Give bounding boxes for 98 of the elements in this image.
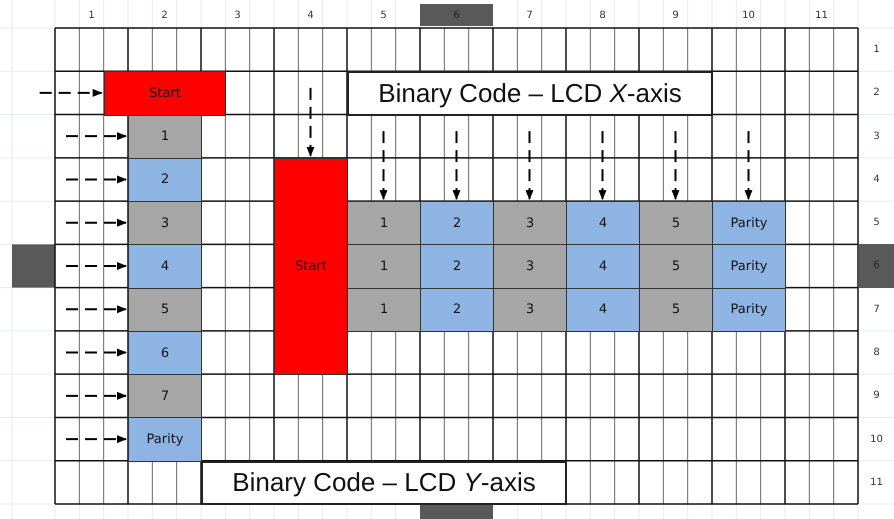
bit-cell <box>128 201 202 246</box>
axis-title: Binary Code – LCD X-axis <box>378 78 682 109</box>
bit-label: 2 <box>452 302 462 318</box>
bit-cell <box>128 330 202 376</box>
bit-label: Parity <box>730 302 768 318</box>
arrow <box>744 131 752 200</box>
bit-cell <box>566 201 640 246</box>
bit-cell <box>128 288 202 332</box>
arrow <box>66 218 127 227</box>
bit-label: 5 <box>672 258 680 274</box>
arrow <box>66 392 127 400</box>
arrow <box>66 305 127 314</box>
arrow <box>380 131 388 200</box>
bit-label: 5 <box>160 302 170 318</box>
bit-label: 5 <box>672 302 680 318</box>
column-header: 10 <box>741 8 756 22</box>
bit-cell <box>566 288 640 332</box>
row-header: 3 <box>872 130 881 144</box>
bit-label: 2 <box>160 172 170 188</box>
row-header: 7 <box>872 302 881 317</box>
bit-cell <box>347 288 421 332</box>
bit-cell <box>712 244 786 289</box>
start-bit-cell <box>274 158 348 376</box>
bit-label: Parity <box>730 258 768 274</box>
bit-cell <box>639 288 713 332</box>
bit-cell <box>128 158 202 202</box>
bit-label: 4 <box>160 258 170 274</box>
bit-label: 1 <box>380 216 388 231</box>
bit-cell <box>712 201 786 246</box>
bit-label: 1 <box>160 129 170 144</box>
bit-label: Parity <box>730 216 768 231</box>
bit-label: Start <box>149 86 181 101</box>
bit-label: 1 <box>380 258 388 274</box>
arrow <box>66 262 127 270</box>
bit-cell <box>128 374 202 418</box>
bit-cell <box>493 201 567 246</box>
arrow <box>66 175 127 184</box>
bit-label: Start <box>295 258 327 274</box>
column-header: 6 <box>420 4 493 26</box>
arrow <box>66 435 127 444</box>
bit-cell <box>493 288 567 332</box>
axis-title: Binary Code – LCD Y-axis <box>232 467 536 498</box>
bit-cell <box>128 244 202 289</box>
arrow <box>66 132 127 140</box>
bit-label: 2 <box>452 216 462 231</box>
bit-label: 7 <box>160 388 170 404</box>
column-header: 3 <box>233 8 242 22</box>
arrow <box>66 348 127 357</box>
bit-label: 6 <box>160 346 170 361</box>
row-header: 9 <box>872 389 881 404</box>
row-header: 1 <box>872 43 881 58</box>
column-header: 9 <box>671 8 680 22</box>
bit-label: 1 <box>380 302 388 318</box>
bit-cell <box>493 244 567 289</box>
bit-cell <box>347 244 421 289</box>
row-header: 10 <box>869 432 884 447</box>
row-header: 4 <box>872 172 881 187</box>
column-header: 2 <box>160 8 169 22</box>
arrow <box>598 131 606 200</box>
bit-cell <box>639 244 713 289</box>
column-header: 4 <box>306 8 315 22</box>
title-box <box>347 71 713 116</box>
bit-label: 4 <box>598 258 608 274</box>
row-header: 8 <box>872 346 881 360</box>
bit-label: 3 <box>160 216 170 231</box>
row-header: 6 <box>859 244 894 288</box>
bit-label: 3 <box>526 216 534 231</box>
bit-label: 4 <box>598 216 608 231</box>
bit-cell <box>420 201 494 246</box>
bit-cell <box>128 114 202 159</box>
column-header: 7 <box>525 8 534 22</box>
bit-label: 2 <box>452 258 462 274</box>
column-header: 1 <box>87 8 96 22</box>
bit-cell <box>128 417 202 462</box>
bit-cell <box>712 288 786 332</box>
bit-cell <box>420 244 494 289</box>
bit-label: 3 <box>526 258 534 274</box>
bit-cell <box>420 288 494 332</box>
column-header: 8 <box>598 8 607 22</box>
bit-cell <box>639 201 713 246</box>
bit-label: Parity <box>146 432 184 448</box>
bit-label: 5 <box>672 216 680 231</box>
arrow <box>672 131 680 200</box>
start-bit-cell <box>104 71 226 116</box>
column-header: 11 <box>814 8 829 22</box>
arrow <box>306 88 314 157</box>
arrow <box>40 88 103 97</box>
arrow <box>452 131 460 200</box>
bit-cell <box>566 244 640 289</box>
bit-label: 3 <box>526 302 534 318</box>
column-header: 5 <box>379 8 388 22</box>
title-box <box>201 460 567 505</box>
row-header: 2 <box>872 86 881 100</box>
row-header: 11 <box>869 476 884 490</box>
arrow <box>526 131 534 200</box>
bit-label: 4 <box>598 302 608 318</box>
row-header: 5 <box>872 216 881 230</box>
bit-cell <box>347 201 421 246</box>
